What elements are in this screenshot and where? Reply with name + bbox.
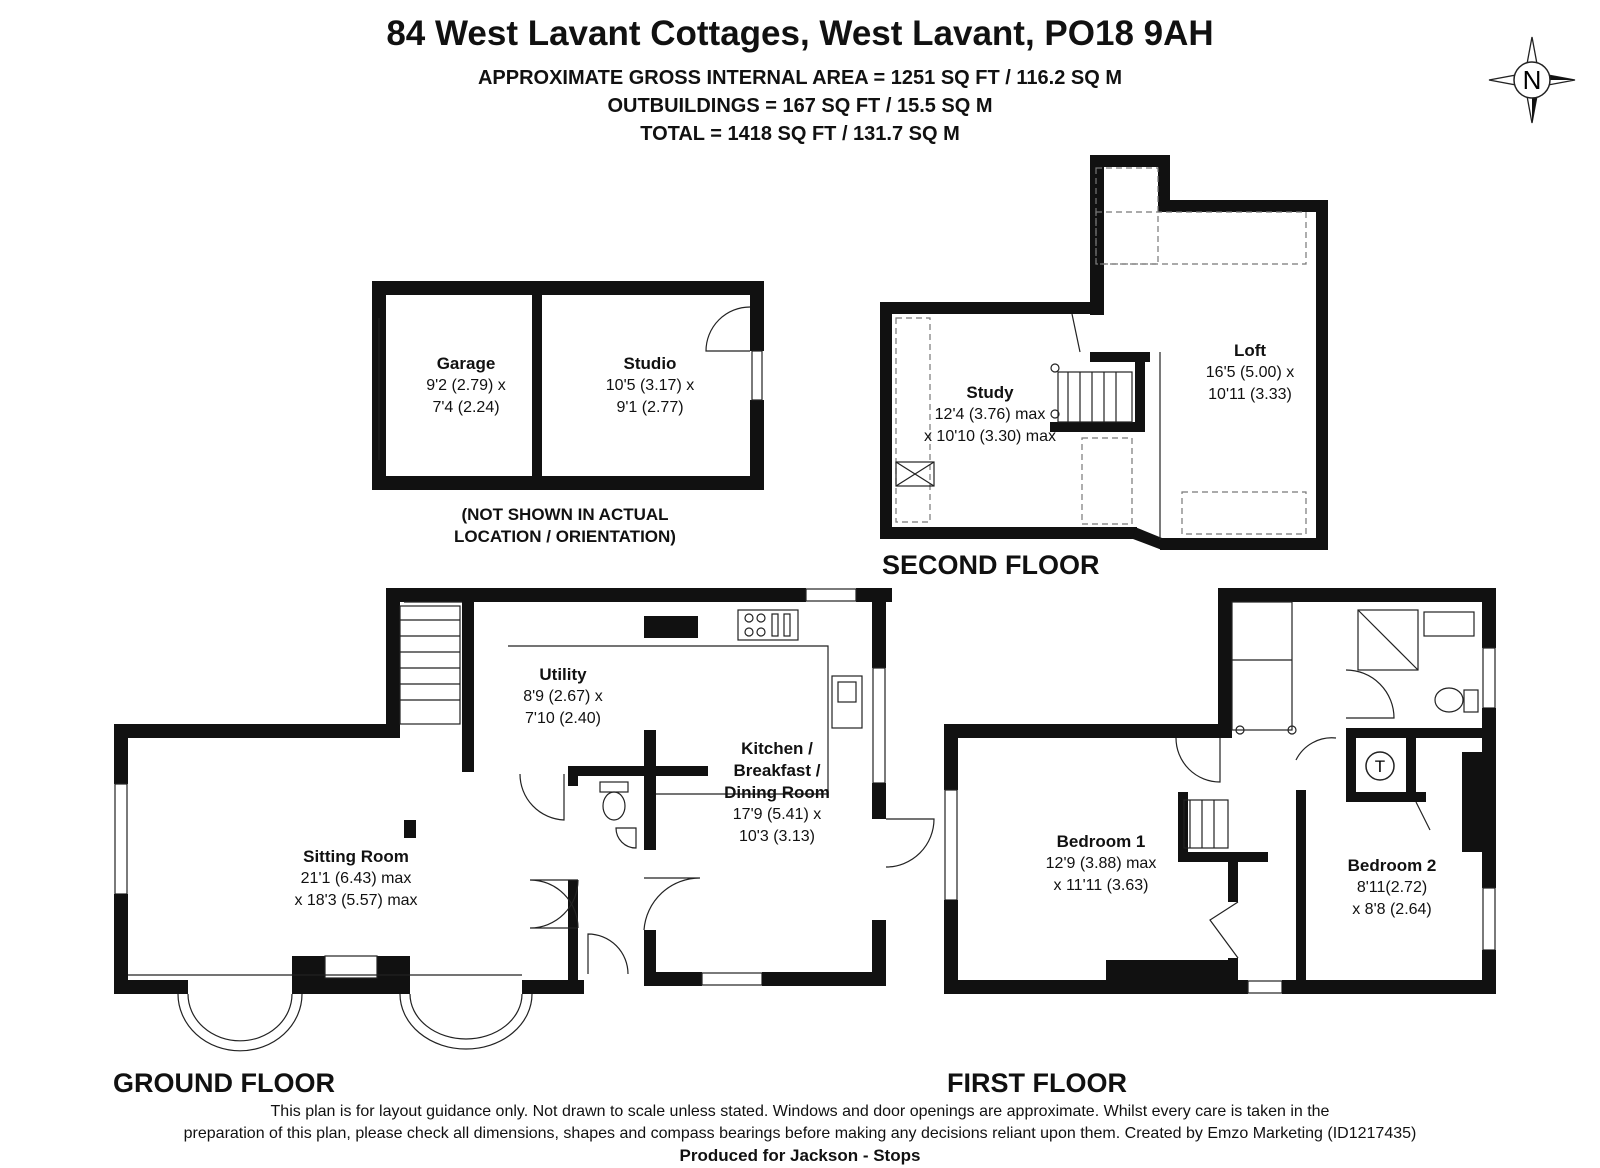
- compass-letter: N: [1523, 65, 1542, 95]
- total-area-line: TOTAL = 1418 SQ FT / 131.7 SQ M: [640, 123, 960, 145]
- outbuildings-area-line: OUTBUILDINGS = 167 SQ FT / 15.5 SQ M: [607, 95, 993, 117]
- outbuildings-note-line: LOCATION / ORIENTATION): [454, 527, 676, 546]
- room-dimensions: 21'1 (6.43) max: [300, 870, 412, 887]
- first-floor-plan: T: [944, 588, 1496, 994]
- room-name: Studio: [623, 354, 677, 373]
- room-label-utility: Utility 8'9 (2.67) x 7'10 (2.40): [508, 664, 618, 730]
- disclaimer-line: This plan is for layout guidance only. N…: [270, 1103, 1330, 1120]
- room-name-line: Dining Room: [724, 783, 830, 802]
- room-label-kitchen: Kitchen / Breakfast / Dining Room 17'9 (…: [712, 738, 842, 848]
- room-name: Study: [966, 383, 1014, 402]
- room-name-line: Kitchen /: [741, 739, 813, 758]
- room-name: Garage: [436, 354, 496, 373]
- ground-floor-heading: GROUND FLOOR: [113, 1068, 335, 1098]
- disclaimer-line: preparation of this plan, please check a…: [183, 1125, 1417, 1142]
- ground-floor-plan: [114, 588, 935, 1052]
- room-dimensions: 9'1 (2.77): [616, 399, 684, 416]
- outbuildings-plan: [372, 281, 764, 490]
- first-floor-heading: FIRST FLOOR: [947, 1068, 1127, 1098]
- outbuildings-note-line: (NOT SHOWN IN ACTUAL: [461, 505, 669, 524]
- room-label-garage: Garage 9'2 (2.79) x 7'4 (2.24): [411, 353, 521, 419]
- plan-title: 84 West Lavant Cottages, West Lavant, PO…: [386, 14, 1214, 53]
- room-name: Bedroom 1: [1056, 832, 1146, 851]
- room-label-loft: Loft 16'5 (5.00) x 10'11 (3.33): [1190, 340, 1310, 406]
- room-dimensions: 12'9 (3.88) max: [1045, 855, 1157, 872]
- room-dimensions: x 18'3 (5.57) max: [294, 892, 418, 909]
- room-name: Utility: [539, 665, 587, 684]
- compass-icon: N: [1488, 36, 1576, 124]
- room-label-sitting-room: Sitting Room 21'1 (6.43) max x 18'3 (5.5…: [271, 846, 441, 912]
- room-dimensions: 8'9 (2.67) x: [523, 688, 603, 705]
- room-label-studio: Studio 10'5 (3.17) x 9'1 (2.77): [590, 353, 710, 419]
- room-label-bedroom-2: Bedroom 2 8'11(2.72) x 8'8 (2.64): [1332, 855, 1452, 921]
- second-floor-plan: [880, 155, 1328, 550]
- room-dimensions: 10'5 (3.17) x: [605, 377, 695, 394]
- room-label-study: Study 12'4 (3.76) max x 10'10 (3.30) max: [900, 382, 1080, 448]
- room-dimensions: 8'11(2.72): [1356, 879, 1428, 896]
- outbuildings-note: (NOT SHOWN IN ACTUAL LOCATION / ORIENTAT…: [430, 504, 700, 548]
- room-dimensions: 9'2 (2.79) x: [426, 377, 506, 394]
- room-name: Loft: [1233, 341, 1267, 360]
- second-floor-heading: SECOND FLOOR: [882, 550, 1100, 580]
- room-dimensions: 12'4 (3.76) max: [934, 406, 1046, 423]
- gross-area-line: APPROXIMATE GROSS INTERNAL AREA = 1251 S…: [477, 67, 1123, 89]
- room-dimensions: 16'5 (5.00) x: [1205, 364, 1295, 381]
- room-dimensions: 10'11 (3.33): [1208, 386, 1292, 403]
- room-name: Bedroom 2: [1347, 856, 1437, 875]
- room-label-bedroom-1: Bedroom 1 12'9 (3.88) max x 11'11 (3.63): [1026, 831, 1176, 897]
- room-dimensions: x 10'10 (3.30) max: [923, 428, 1056, 445]
- room-dimensions: x 8'8 (2.64): [1352, 901, 1432, 918]
- room-dimensions: x 11'11 (3.63): [1053, 877, 1149, 894]
- room-name-line: Breakfast /: [733, 761, 821, 780]
- room-dimensions: 17'9 (5.41) x: [732, 806, 822, 823]
- room-dimensions: 7'10 (2.40): [525, 710, 601, 727]
- room-dimensions: 7'4 (2.24): [432, 399, 500, 416]
- room-name: Sitting Room: [303, 847, 409, 866]
- room-dimensions: 10'3 (3.13): [739, 828, 815, 845]
- hot-water-tank-label: T: [1375, 757, 1385, 776]
- produced-for: Produced for Jackson - Stops: [679, 1146, 921, 1165]
